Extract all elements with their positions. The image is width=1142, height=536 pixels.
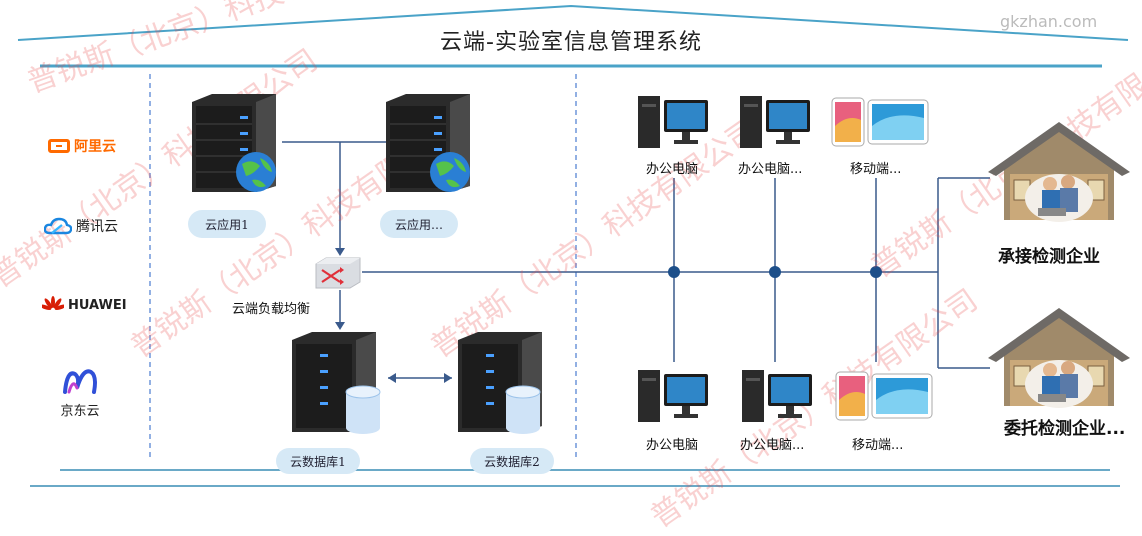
enterprise-top-label: 承接检测企业 xyxy=(998,247,1100,267)
bus-node-1 xyxy=(668,266,680,278)
aliyun-label: 阿里云 xyxy=(74,139,116,155)
database-icon xyxy=(505,385,541,434)
globe-icon xyxy=(430,152,470,192)
mobile-devices-icon xyxy=(831,97,929,147)
jd-label: 京东云 xyxy=(60,404,100,419)
bus-node-3 xyxy=(870,266,882,278)
load-balancer-switch-icon xyxy=(315,257,361,289)
page-title: 云端-实验室信息管理系统 xyxy=(440,30,702,55)
cloud-app-2-label: 云应用… xyxy=(394,217,443,232)
enterprise-house-icon xyxy=(988,122,1130,222)
client-top-label-3: 移动端... xyxy=(850,162,902,177)
roof-line xyxy=(17,4,1129,41)
server-db-1 xyxy=(292,332,381,434)
cloud-db-1-label: 云数据库1 xyxy=(290,454,346,469)
mobile-devices-icon xyxy=(835,371,933,421)
vendor-jd: 京东云 xyxy=(50,366,110,419)
frame-graphics xyxy=(17,4,1129,487)
globe-icon xyxy=(236,152,276,192)
cloud-db-2: 云数据库2 xyxy=(470,448,554,474)
server-app-2 xyxy=(386,94,470,192)
desktop-pc-icon xyxy=(638,370,708,422)
client-bottom-label-3: 移动端... xyxy=(852,438,904,453)
client-bottom-label-2: 办公电脑... xyxy=(740,438,805,453)
aliyun-icon xyxy=(48,139,70,153)
tencent-cloud-icon xyxy=(44,217,72,235)
vendor-tencent: 腾讯云 xyxy=(44,216,118,236)
cloud-db-2-label: 云数据库2 xyxy=(484,454,540,469)
cloud-app-2: 云应用… xyxy=(380,210,458,238)
corner-watermark: gkzhan.com xyxy=(1000,12,1098,31)
client-bottom-label-1: 办公电脑 xyxy=(646,438,699,453)
jd-cloud-icon xyxy=(63,369,97,394)
desktop-pc-icon xyxy=(740,96,810,148)
huawei-flower-icon xyxy=(42,296,64,311)
enterprise-house-icon xyxy=(988,308,1130,408)
client-top-label-1: 办公电脑 xyxy=(646,162,699,177)
bus-node-2 xyxy=(769,266,781,278)
cloud-app-1-label: 云应用1 xyxy=(205,217,249,232)
server-db-2 xyxy=(458,332,542,434)
server-app-1 xyxy=(192,94,276,192)
desktop-pc-icon xyxy=(742,370,812,422)
load-balancer-label: 云端负载均衡 xyxy=(232,302,311,317)
cloud-app-1: 云应用1 xyxy=(188,210,266,238)
enterprise-bottom-label: 委托检测企业... xyxy=(1004,419,1126,439)
cloud-db-1: 云数据库1 xyxy=(276,448,360,474)
tencent-label: 腾讯云 xyxy=(76,219,118,235)
desktop-pc-icon xyxy=(638,96,708,148)
vendor-huawei: HUAWEI xyxy=(42,296,127,314)
client-top-label-2: 办公电脑... xyxy=(738,162,803,177)
database-icon xyxy=(345,385,381,434)
huawei-label: HUAWEI xyxy=(68,297,127,313)
vendor-aliyun: 阿里云 xyxy=(48,136,116,156)
